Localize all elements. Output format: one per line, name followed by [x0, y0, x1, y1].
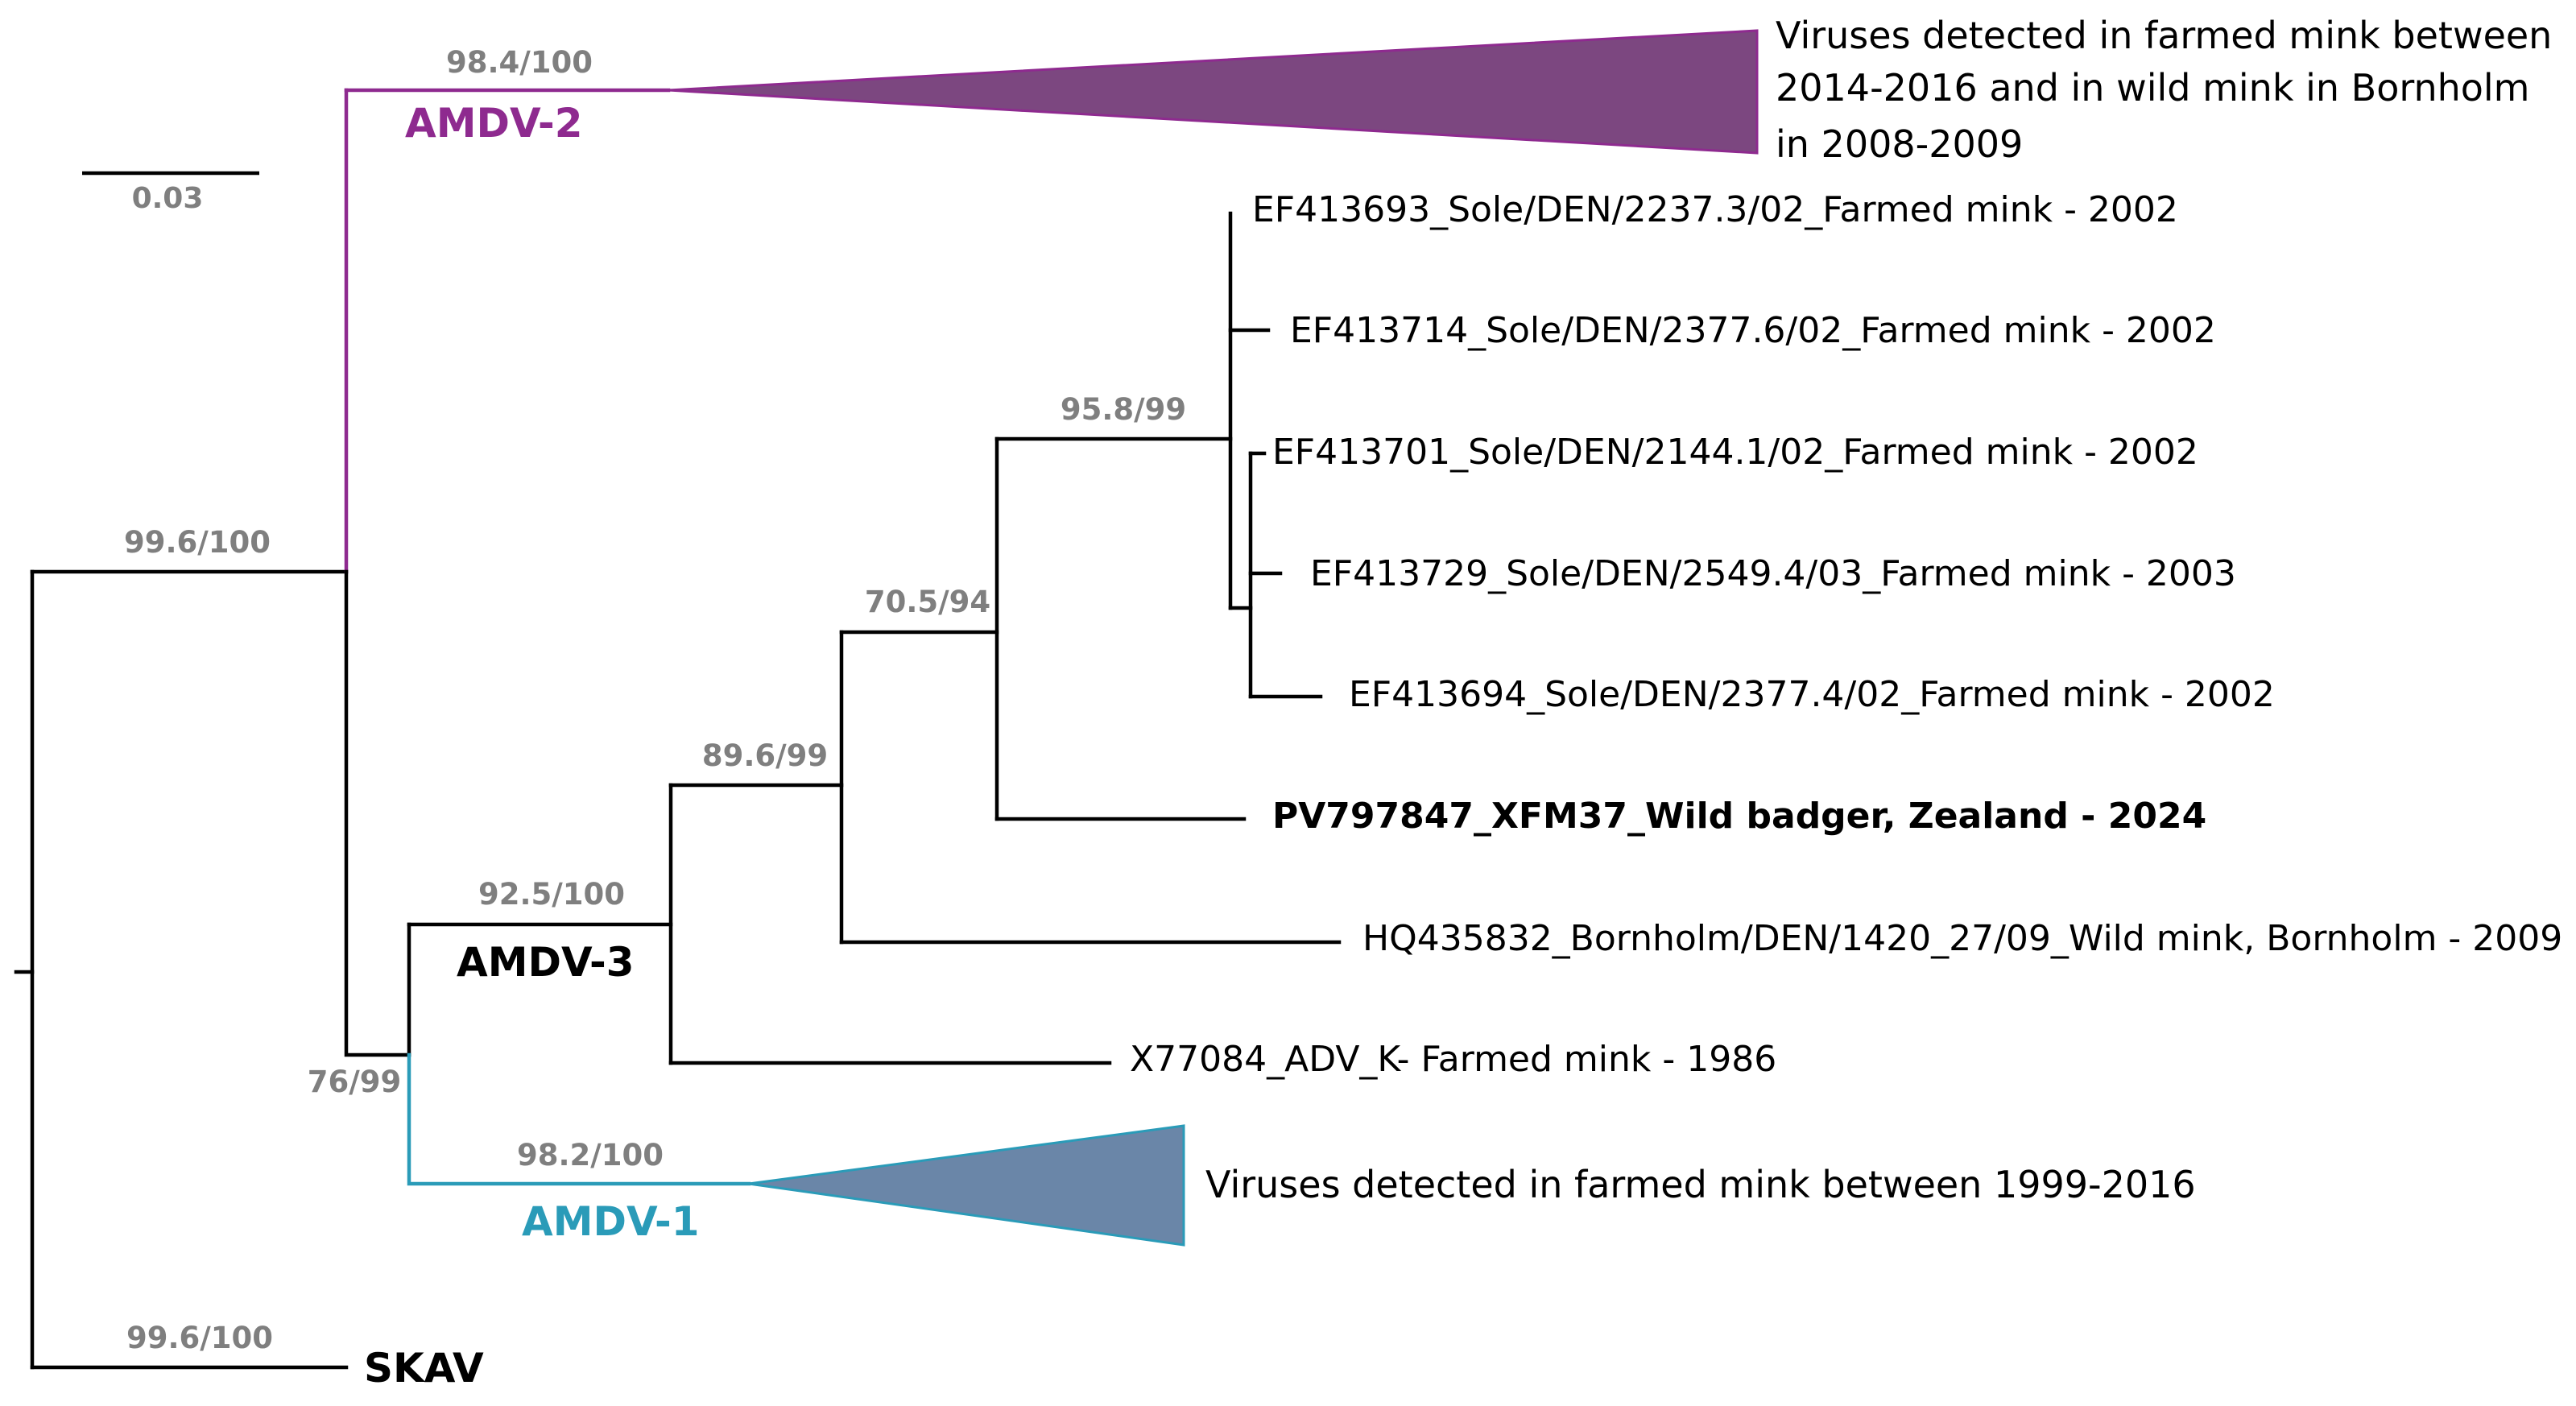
clade-label-amdv3: AMDV-3 [457, 939, 635, 986]
clade-label-skav: SKAV [364, 1345, 484, 1392]
support-root-upper: 99.6/100 [124, 525, 271, 560]
leaf-label-highlighted: PV797847_XFM37_Wild badger, Zealand - 20… [1272, 796, 2206, 837]
clade-label-amdv1: AMDV-1 [522, 1198, 700, 1245]
leaf-label: EF413694_Sole/DEN/2377.4/02_Farmed mink … [1349, 674, 2275, 715]
support-node-89: 89.6/99 [702, 738, 828, 773]
scale-bar-label: 0.03 [132, 182, 204, 215]
collapsed-clade-amdv2 [668, 29, 1759, 155]
leaf-label: EF413714_Sole/DEN/2377.6/02_Farmed mink … [1290, 310, 2216, 351]
branch-amdv1 [407, 1052, 751, 1186]
scale-bar: 0.03 [82, 171, 259, 215]
note-amdv2-line-3: in 2008-2009 [1776, 122, 2023, 166]
note-amdv2-line-1: Viruses detected in farmed mink between [1776, 14, 2552, 57]
support-amdv3: 92.5/100 [478, 877, 625, 912]
leaf-label: HQ435832_Bornholm/DEN/1420_27/09_Wild mi… [1362, 918, 2562, 959]
support-skav: 99.6/100 [126, 1321, 273, 1355]
clade-label-amdv2: AMDV-2 [405, 100, 583, 147]
support-amdv1: 98.2/100 [517, 1138, 664, 1172]
support-amdv3-group: 76/99 [308, 1065, 402, 1099]
collapsed-clade-amdv1 [748, 1124, 1185, 1247]
leaf-label: EF413701_Sole/DEN/2144.1/02_Farmed mink … [1272, 432, 2198, 473]
leaf-label: EF413729_Sole/DEN/2549.4/03_Farmed mink … [1310, 553, 2236, 594]
support-amdv2: 98.4/100 [446, 45, 593, 80]
branch-amdv3-group [344, 569, 411, 1057]
support-node-95: 95.8/99 [1061, 392, 1186, 427]
leaf-label: EF413693_Sole/DEN/2237.3/02_Farmed mink … [1252, 189, 2178, 230]
note-amdv2: Viruses detected in farmed mink between … [1776, 14, 2552, 166]
note-amdv2-line-2: 2014-2016 and in wild mink in Bornholm [1776, 66, 2530, 110]
note-amdv1: Viruses detected in farmed mink between … [1205, 1163, 2196, 1206]
support-node-70: 70.5/94 [865, 585, 990, 619]
leaf-label: X77084_ADV_K- Farmed mink - 1986 [1130, 1039, 1776, 1080]
